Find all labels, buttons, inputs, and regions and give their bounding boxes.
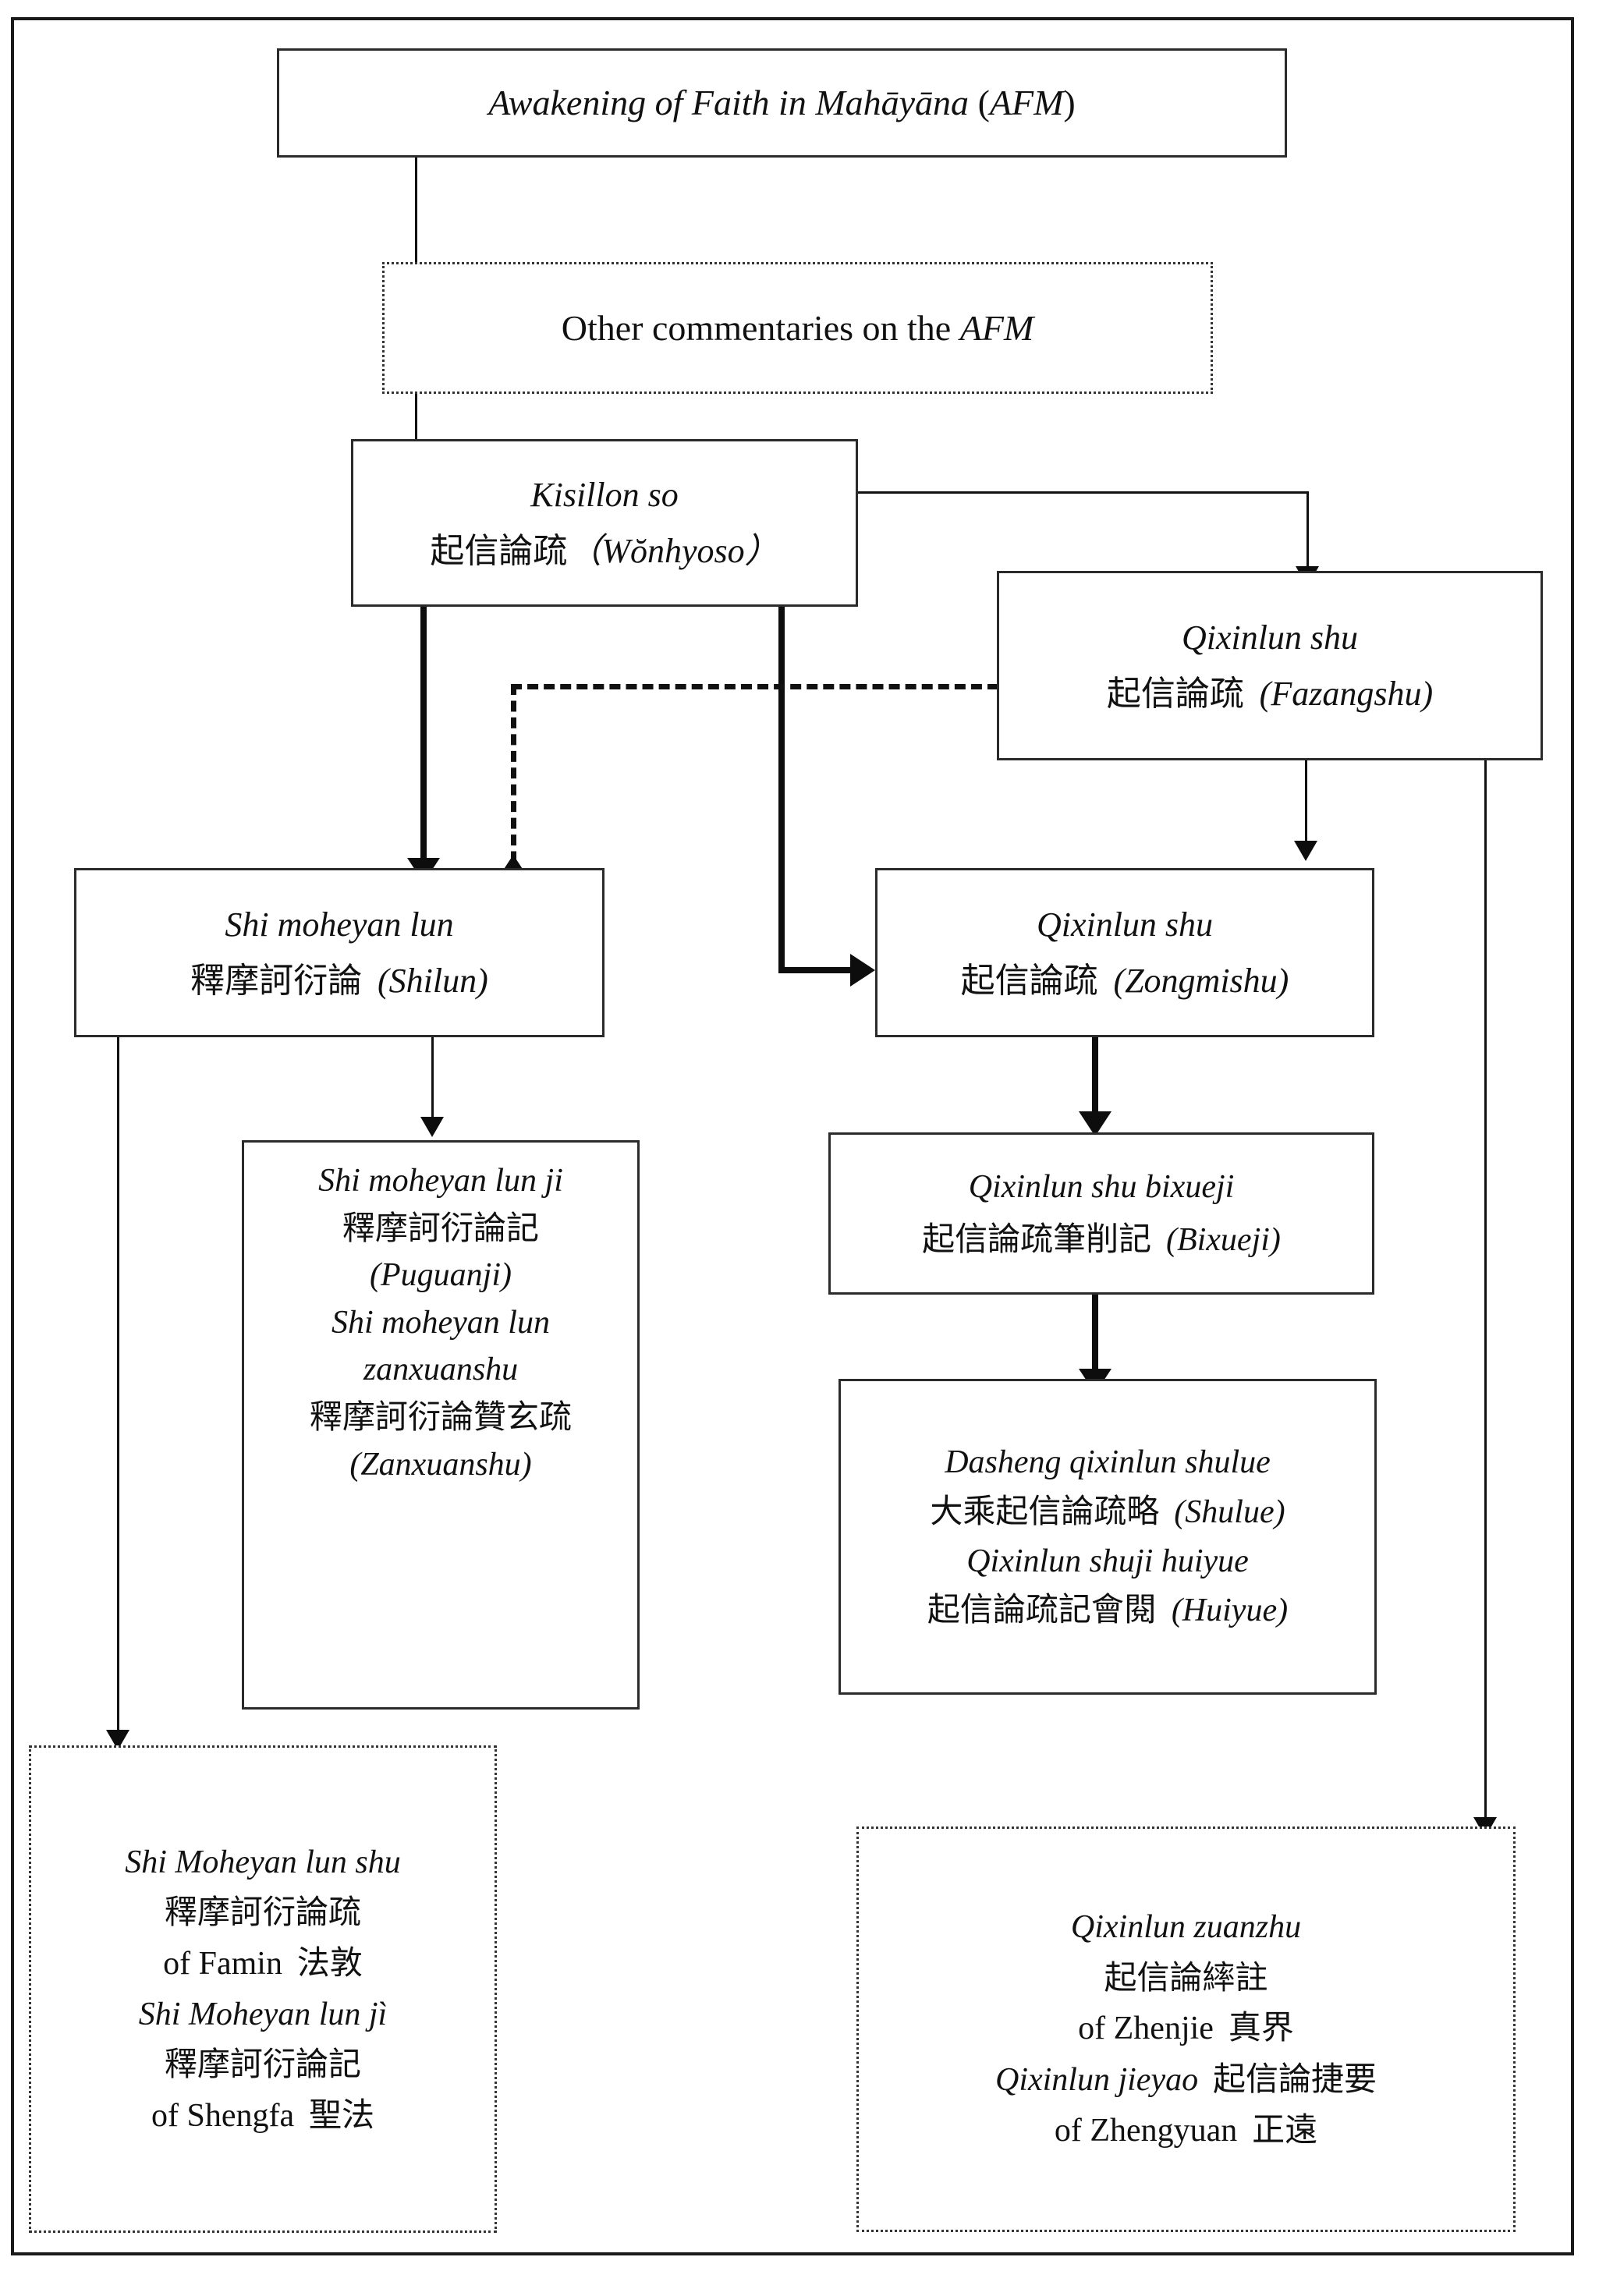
node-famin-line-4: Shi Moheyan lun jì bbox=[138, 1996, 388, 2032]
arrowhead-kisillon-to-zongmishu bbox=[850, 954, 875, 987]
node-shulue-line-1: Dasheng qixinlun shulue bbox=[945, 1444, 1271, 1481]
node-shulue-line-4: 起信論疏記會閱(Huiyue) bbox=[927, 1590, 1289, 1629]
node-famin-line-1: Shi Moheyan lun shu bbox=[125, 1844, 401, 1880]
node-shulue-line-3: Qixinlun shuji huiyue bbox=[966, 1543, 1249, 1579]
diagram-outer-frame bbox=[11, 17, 1574, 2255]
node-awakening-of-faith[interactable]: Awakening of Faith in Mahāyāna (AFM) bbox=[277, 48, 1287, 158]
node-awakening-of-faith-label: Awakening of Faith in Mahāyāna (AFM) bbox=[488, 83, 1076, 123]
connector-kisillon-to-zongmishu-vertical bbox=[778, 607, 785, 973]
node-puguanji-line-5: zanxuanshu bbox=[363, 1352, 519, 1388]
node-shi-moheyan-lun-chinese-line: 釋摩訶衍論(Shilun) bbox=[190, 960, 488, 1001]
connector-other-commentaries-to-kisillon-so bbox=[415, 394, 417, 439]
connector-fazangshu-to-shi-moheyan-lun-horizontal bbox=[511, 684, 998, 689]
node-puguanji-line-3: (Puguanji) bbox=[370, 1257, 512, 1294]
node-qixinlun-shu-bixueji[interactable]: Qixinlun shu bixueji 起信論疏筆削記(Bixueji) bbox=[828, 1132, 1374, 1295]
node-qixinlun-shu-fazangshu[interactable]: Qixinlun shu 起信論疏(Fazangshu) bbox=[997, 571, 1543, 760]
connector-bixueji-to-shulue-huiyue bbox=[1092, 1295, 1098, 1379]
node-puguanji-line-2: 釋摩訶衍論記 bbox=[342, 1208, 539, 1247]
node-qixinlun-shu-zongmishu[interactable]: Qixinlun shu 起信論疏(Zongmishu) bbox=[875, 868, 1374, 1037]
node-kisillon-so-chinese-line: 起信論疏（Wŏnhyoso） bbox=[430, 530, 779, 571]
connector-kisillon-to-shi-moheyan-lun bbox=[420, 607, 427, 868]
node-puguanji-line-7: (Zanxuanshu) bbox=[349, 1446, 532, 1483]
connector-kisillon-to-zongmishu-horizontal bbox=[778, 967, 855, 973]
node-shulue-line-2: 大乘起信論疏略(Shulue) bbox=[930, 1491, 1285, 1530]
node-puguanji-zanxuanshu[interactable]: Shi moheyan lun ji 釋摩訶衍論記 (Puguanji) Shi… bbox=[242, 1140, 640, 1710]
connector-shi-moheyan-lun-to-puguanji bbox=[431, 1037, 434, 1123]
node-puguanji-line-1: Shi moheyan lun ji bbox=[318, 1163, 563, 1199]
connector-kisillon-to-fazangshu-vertical bbox=[1306, 491, 1309, 571]
node-puguanji-line-4: Shi moheyan lun bbox=[332, 1304, 550, 1341]
node-famin-line-5: 釋摩訶衍論記 bbox=[164, 2045, 361, 2084]
arrowhead-zongmishu-to-bixueji bbox=[1079, 1111, 1112, 1136]
connector-zongmishu-to-bixueji bbox=[1092, 1037, 1098, 1120]
node-kisillon-so[interactable]: Kisillon so 起信論疏（Wŏnhyoso） bbox=[351, 439, 858, 607]
node-zhenjie-line-1: Qixinlun zuanzhu bbox=[1070, 1909, 1302, 1946]
node-zhenjie-line-2: 起信論繂註 bbox=[1104, 1958, 1268, 1997]
connector-shi-moheyan-lun-to-famin-shengfa bbox=[117, 1037, 119, 1739]
node-fazangshu-romanization: Qixinlun shu bbox=[1181, 618, 1359, 657]
node-famin-line-2: 釋摩訶衍論疏 bbox=[164, 1893, 361, 1932]
node-shulue-huiyue[interactable]: Dasheng qixinlun shulue 大乘起信論疏略(Shulue) … bbox=[838, 1379, 1377, 1695]
node-kisillon-so-romanization: Kisillon so bbox=[530, 476, 679, 515]
connector-fazangshu-to-zhenjie-zhengyuan bbox=[1484, 760, 1487, 1829]
node-bixueji-romanization: Qixinlun shu bixueji bbox=[968, 1168, 1235, 1205]
node-other-commentaries[interactable]: Other commentaries on the AFM bbox=[382, 262, 1213, 394]
arrowhead-shi-moheyan-lun-to-puguanji bbox=[420, 1117, 444, 1137]
connector-afm-to-other-commentaries bbox=[415, 156, 417, 262]
connector-fazangshu-to-shi-moheyan-lun-vertical bbox=[511, 684, 516, 879]
node-bixueji-chinese-line: 起信論疏筆削記(Bixueji) bbox=[922, 1219, 1281, 1258]
node-zongmishu-romanization: Qixinlun shu bbox=[1036, 905, 1214, 944]
node-zongmishu-chinese-line: 起信論疏(Zongmishu) bbox=[960, 960, 1289, 1001]
node-puguanji-line-6: 釋摩訶衍論贊玄疏 bbox=[309, 1397, 572, 1436]
node-other-commentaries-label: Other commentaries on the AFM bbox=[561, 307, 1034, 348]
connector-kisillon-to-fazangshu-horizontal bbox=[856, 491, 1309, 494]
connector-fazangshu-to-zongmishu bbox=[1305, 760, 1307, 846]
node-fazangshu-chinese-line: 起信論疏(Fazangshu) bbox=[1106, 673, 1434, 714]
arrowhead-fazangshu-to-zongmishu bbox=[1294, 841, 1317, 861]
node-shi-moheyan-lun-romanization: Shi moheyan lun bbox=[225, 905, 454, 944]
node-shi-moheyan-lun[interactable]: Shi moheyan lun 釋摩訶衍論(Shilun) bbox=[74, 868, 604, 1037]
